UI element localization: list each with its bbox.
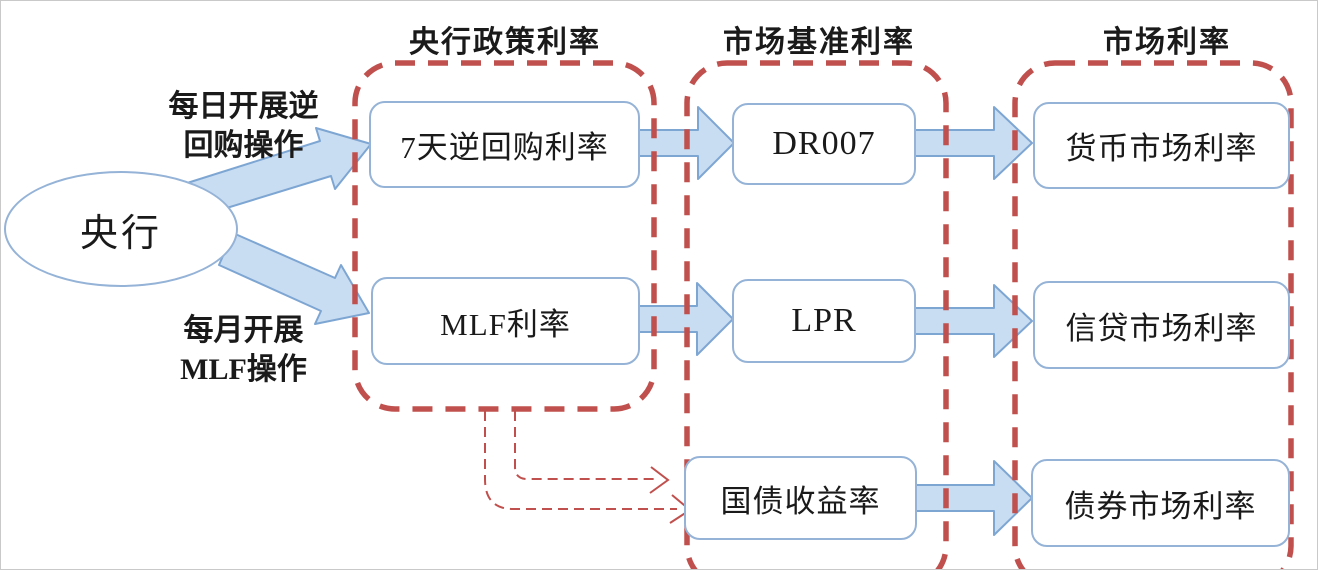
node-bond-market-rate: 债券市场利率 bbox=[1031, 459, 1290, 547]
arrow-mlf-to-lpr bbox=[634, 282, 734, 356]
edge-label-daily-line2: 回购操作 bbox=[183, 129, 304, 162]
edge-label-monthly-line1: 每月开展 bbox=[183, 314, 304, 347]
edge-label-daily-line1: 每日开展逆 bbox=[168, 90, 319, 123]
group-border-policy-rates bbox=[352, 60, 657, 412]
edge-label-monthly-line2: MLF操作 bbox=[180, 353, 307, 386]
group-title-policy-rates: 央行政策利率 bbox=[409, 26, 601, 59]
group-border-market-rates bbox=[1012, 60, 1294, 569]
central-bank-node: 央行 bbox=[4, 171, 238, 287]
edge-label-daily-repo: 每日开展逆 回购操作 bbox=[156, 87, 331, 165]
dashed-arrowhead-upper bbox=[649, 466, 670, 494]
central-bank-label: 央行 bbox=[79, 212, 162, 255]
group-title-benchmark-rates: 市场基准利率 bbox=[723, 26, 915, 59]
group-title-market-rates: 市场利率 bbox=[1103, 26, 1231, 59]
node-credit-market-rate: 信贷市场利率 bbox=[1033, 281, 1290, 369]
node-lpr: LPR bbox=[732, 279, 916, 363]
arrow-monthly-mlf bbox=[218, 232, 370, 325]
edge-label-monthly-mlf: 每月开展 MLF操作 bbox=[156, 311, 331, 389]
dashed-arrow-lower-to-treasury bbox=[484, 411, 677, 510]
node-money-market-rate: 货币市场利率 bbox=[1033, 102, 1290, 189]
group-border-benchmark-rates bbox=[684, 60, 949, 569]
node-dr007: DR007 bbox=[732, 103, 916, 185]
dashed-arrow-upper-to-treasury bbox=[514, 411, 655, 480]
node-7d-reverse-repo-rate: 7天逆回购利率 bbox=[369, 101, 640, 188]
node-treasury-yield: 国债收益率 bbox=[684, 456, 917, 540]
arrow-dr007-to-money-market bbox=[910, 106, 1033, 180]
node-mlf-rate: MLF利率 bbox=[371, 277, 640, 365]
arrow-treasury-to-bond-market bbox=[910, 460, 1033, 536]
